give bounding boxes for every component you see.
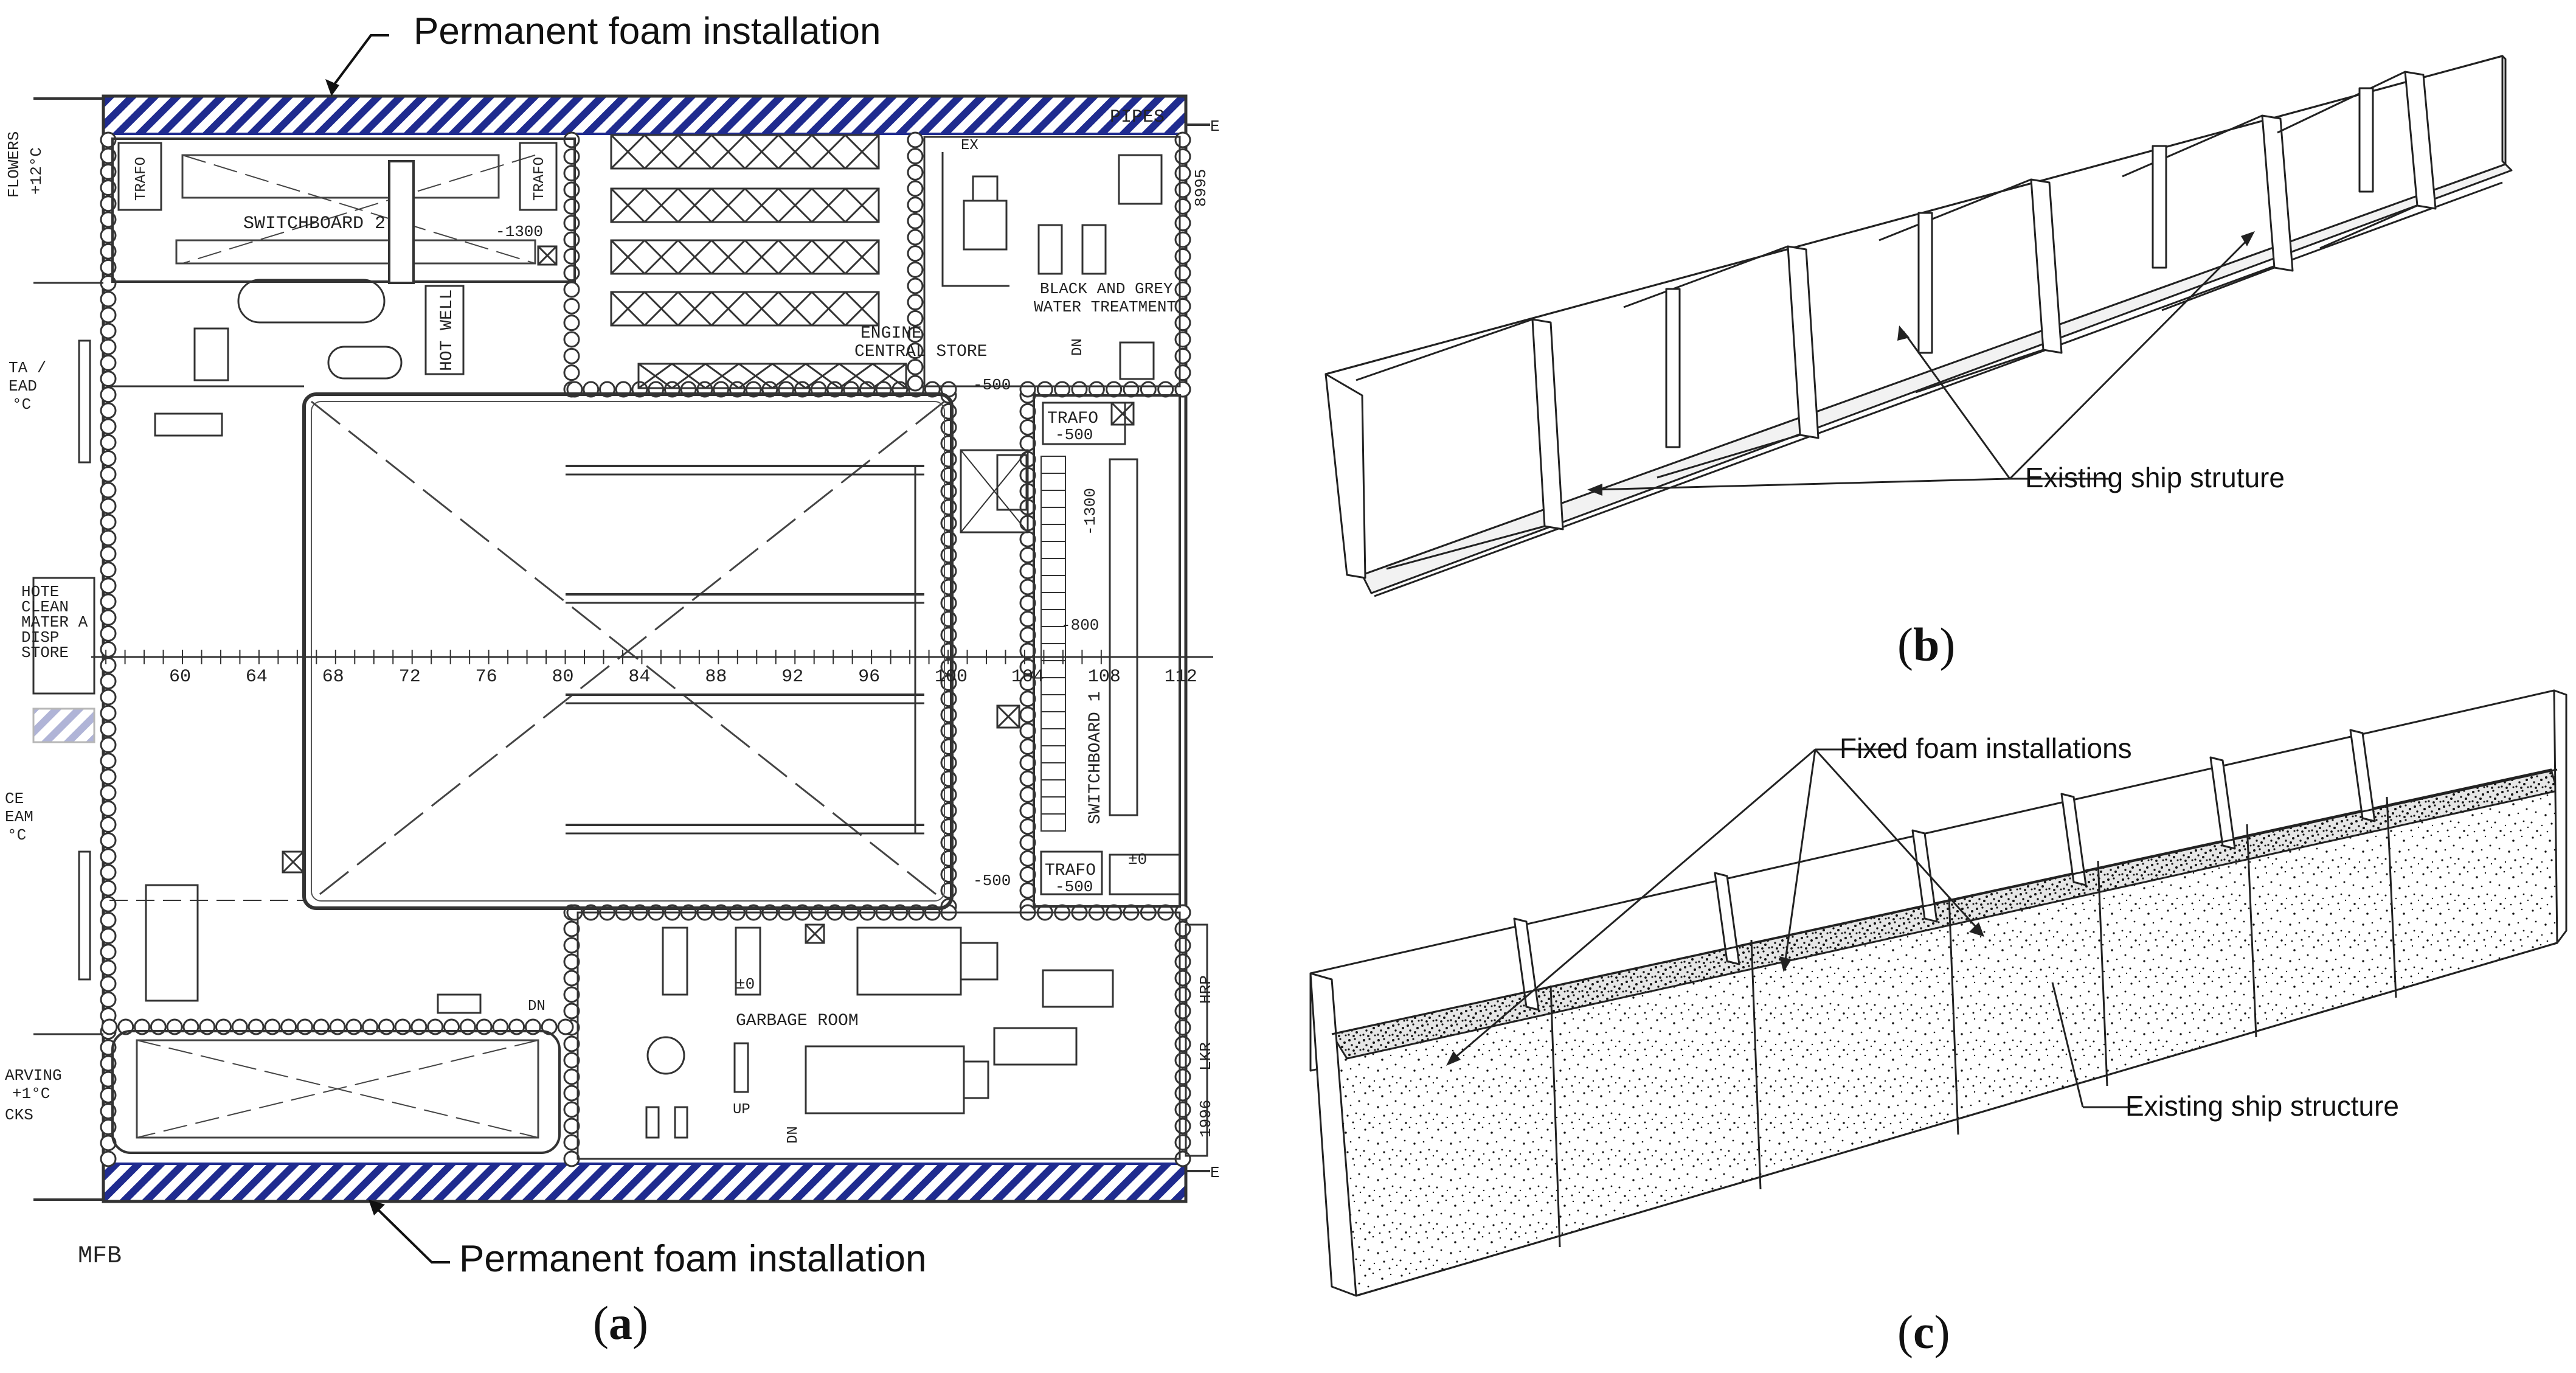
frame-number-60: 60 bbox=[169, 667, 191, 687]
left-edge-fragment: +12°C bbox=[27, 147, 46, 195]
left-edge-fragment: °C bbox=[7, 826, 26, 844]
frame-number-104: 104 bbox=[1011, 667, 1044, 687]
web-above-foam bbox=[1513, 917, 1540, 1011]
panel-label-c-letter: c bbox=[1913, 1305, 1934, 1358]
frame-number-100: 100 bbox=[935, 667, 968, 687]
left-edge-fragment: MATER A bbox=[21, 613, 88, 631]
label-trafo-top-center: TRAFO bbox=[531, 157, 548, 201]
elevation-3: -500 bbox=[1055, 426, 1093, 444]
elevation-9: ±0 bbox=[736, 975, 755, 993]
label-trafo-top-left: TRAFO bbox=[133, 157, 150, 201]
frame-number-64: 64 bbox=[246, 667, 268, 687]
left-edge-fragment: FLOWERS bbox=[5, 131, 23, 198]
fixed-foam-3d-model bbox=[1309, 689, 2567, 1297]
web-above-foam bbox=[2060, 793, 2087, 886]
frame-number-112: 112 bbox=[1165, 667, 1197, 687]
elevation-7: -1300 bbox=[1081, 488, 1099, 535]
label-hot-well: HOT WELL bbox=[438, 290, 457, 371]
transverse-web bbox=[2030, 178, 2063, 354]
frame-number-92: 92 bbox=[781, 667, 803, 687]
web-above-foam bbox=[2209, 756, 2236, 850]
label-dn-right: DN bbox=[1070, 338, 1086, 356]
web-above-foam bbox=[1911, 829, 1938, 923]
label-black-grey-1: BLACK AND GREY bbox=[1040, 280, 1173, 298]
frame-number-96: 96 bbox=[858, 667, 880, 687]
left-edge-fragment: DISP bbox=[21, 628, 59, 647]
right-edge-fragment: LKR bbox=[1197, 1042, 1215, 1071]
right-edge-fragment: E bbox=[1210, 117, 1220, 136]
callout-bottom-permanent-foam: Permanent foam installation bbox=[459, 1238, 927, 1280]
label-dn-bottom: DN bbox=[785, 1126, 802, 1144]
elevation-5: -500 bbox=[1055, 878, 1093, 896]
transverse-web bbox=[2261, 114, 2294, 272]
left-edge-fragment: HOTE bbox=[21, 583, 59, 601]
left-edge-fragment: +1°C bbox=[12, 1085, 50, 1103]
frame-number-88: 88 bbox=[705, 667, 727, 687]
left-edge-fragment: CKS bbox=[5, 1106, 33, 1124]
foam-strip-top bbox=[102, 95, 1187, 135]
web-above-foam bbox=[2349, 729, 2376, 822]
panel-c-fixed-foam-installations: Fixed foam installations Existing ship s… bbox=[1289, 687, 2576, 1373]
side-dimension: 8995 bbox=[1192, 169, 1210, 207]
label-switchboard-1: SWITCHBOARD 1 bbox=[1086, 692, 1105, 824]
left-edge-fragment: TA / bbox=[9, 359, 46, 377]
transverse-web bbox=[1787, 245, 1819, 439]
frame-number-84: 84 bbox=[628, 667, 650, 687]
label-engine-store-2: CENTRAL STORE bbox=[854, 342, 987, 361]
label-dn-left: DN bbox=[528, 998, 545, 1015]
web-above-foam bbox=[1714, 872, 1740, 965]
callout-top-permanent-foam: Permanent foam installation bbox=[414, 10, 881, 52]
transverse-web bbox=[1531, 318, 1564, 530]
callout-existing-ship-struture: Existing ship struture bbox=[2025, 462, 2285, 493]
left-edge-fragment: ARVING bbox=[5, 1066, 62, 1085]
frame-number-108: 108 bbox=[1088, 667, 1121, 687]
label-pipes: PIPES bbox=[1110, 107, 1165, 128]
label-trafo-right-top: TRAFO bbox=[1047, 409, 1098, 428]
panel-label-a-letter: a bbox=[608, 1296, 632, 1349]
plan-corner-label: MFB bbox=[78, 1243, 122, 1270]
left-edge-fragment: CLEAN bbox=[21, 598, 69, 616]
right-edge-fragment: 1996 bbox=[1197, 1100, 1215, 1138]
left-edge-fragment: EAD bbox=[9, 377, 37, 395]
panel-b-existing-structure: Existing ship struture (b) bbox=[1289, 0, 2576, 687]
panel-label-b: (b) bbox=[1897, 618, 1956, 671]
frame-number-80: 80 bbox=[552, 667, 574, 687]
existing-structure-3d-model bbox=[1324, 55, 2513, 597]
elevation-4: -500 bbox=[973, 872, 1011, 890]
elevation-8: ±0 bbox=[1128, 850, 1147, 869]
label-trafo-right-bottom: TRAFO bbox=[1045, 861, 1096, 880]
label-switchboard-2: SWITCHBOARD 2 bbox=[243, 214, 386, 234]
panel-a-deck-plan: SWITCHBOARD 2 ENGINE CENTRAL STORE BLACK… bbox=[0, 0, 1241, 1373]
left-edge-fragment: °C bbox=[12, 395, 31, 414]
foam-strip-bottom bbox=[102, 1163, 1187, 1203]
label-engine-store-1: ENGINE bbox=[860, 324, 922, 343]
left-edge-fragment: CE bbox=[5, 790, 24, 808]
label-black-grey-2: WATER TREATMENT bbox=[1034, 298, 1176, 316]
right-edge-fragment: E bbox=[1210, 1164, 1220, 1182]
label-garbage-room: GARBAGE ROOM bbox=[736, 1012, 859, 1031]
frame-number-72: 72 bbox=[399, 667, 421, 687]
panel-label-b-letter: b bbox=[1913, 618, 1940, 671]
transverse-web bbox=[2404, 71, 2437, 210]
callout-existing-ship-structure: Existing ship structure bbox=[2125, 1090, 2399, 1122]
label-ex: EX bbox=[961, 137, 978, 154]
elevation-6: -800 bbox=[1061, 616, 1099, 634]
elevation-2: -500 bbox=[973, 376, 1011, 394]
label-up: UP bbox=[733, 1102, 750, 1118]
panel-label-a: (a) bbox=[593, 1296, 648, 1349]
left-edge-fragment: EAM bbox=[5, 808, 33, 826]
left-edge-fragment: STORE bbox=[21, 644, 69, 662]
panel-label-c: (c) bbox=[1897, 1305, 1950, 1358]
frame-number-76: 76 bbox=[476, 667, 497, 687]
elevation-1: -1300 bbox=[496, 223, 543, 241]
deck-plan-drawing: SWITCHBOARD 2 ENGINE CENTRAL STORE BLACK… bbox=[5, 34, 1220, 1270]
callout-fixed-foam-installations: Fixed foam installations bbox=[1840, 732, 2132, 764]
right-edge-fragment: HRP bbox=[1197, 975, 1215, 1004]
frame-number-68: 68 bbox=[322, 667, 344, 687]
